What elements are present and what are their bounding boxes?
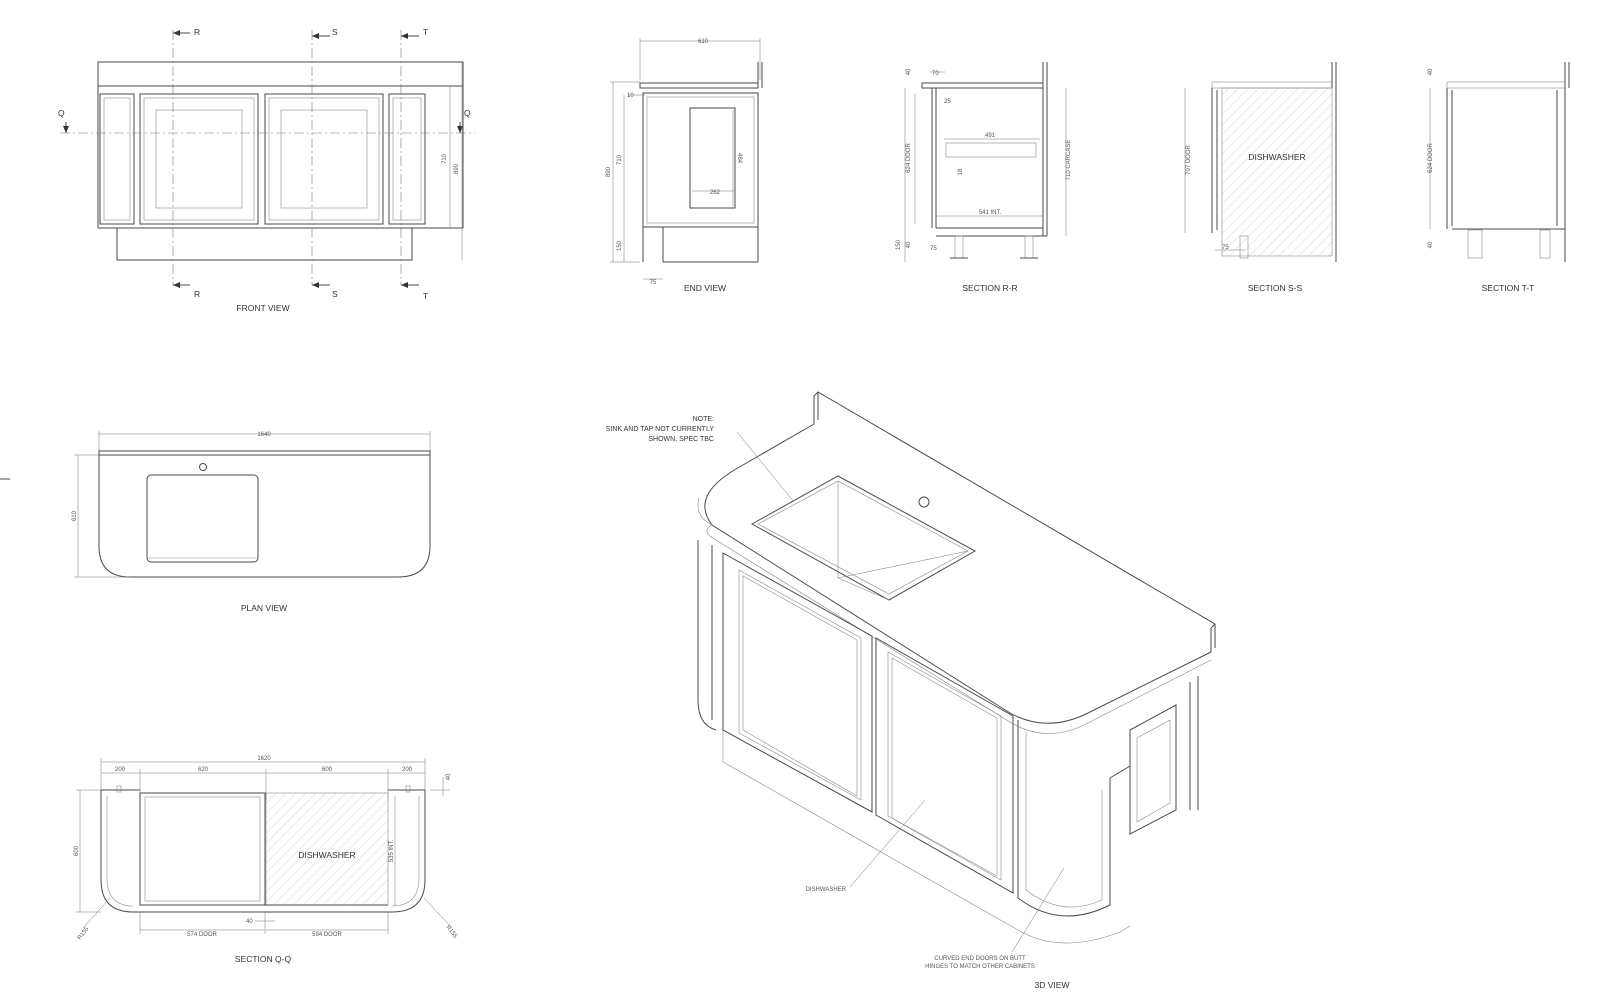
end-view-title: END VIEW — [684, 283, 726, 293]
dim-end-75: 75 — [650, 280, 657, 286]
section-qq-dishwasher-label: DISHWASHER — [298, 850, 355, 860]
dim-qq-200b: 200 — [402, 767, 413, 773]
section-ss-title: SECTION S-S — [1248, 283, 1303, 293]
dim-plan-1640: 1640 — [257, 432, 271, 438]
section-mark-q-right: Q — [464, 108, 471, 118]
section-mark-s-top: S — [332, 27, 338, 37]
section-rr — [904, 62, 1067, 262]
dim-qq-594: 594 DOOR — [312, 932, 342, 938]
dim-end-150: 150 — [617, 240, 623, 251]
dim-rr-40: 40 — [906, 68, 912, 75]
dim-qq-40: 40 — [446, 773, 452, 780]
dim-qq-600: 600 — [322, 767, 333, 773]
section-ss — [1184, 62, 1337, 262]
dim-qq-r155-left: R155 — [77, 926, 91, 942]
doors-note-line-2: HINGES TO MATCH OTHER CABINETS — [925, 964, 1035, 970]
dim-qq-535: 535 INT. — [389, 840, 395, 863]
dim-rr-150: 150 — [896, 239, 902, 250]
dim-plan-610: 610 — [72, 510, 78, 521]
dim-qq-40b: 40 — [246, 919, 253, 925]
dim-end-710: 710 — [617, 154, 623, 165]
front-view-title: FRONT VIEW — [236, 303, 289, 313]
dim-end-10: 10 — [627, 93, 634, 99]
dim-qq-r155-right: R155 — [444, 925, 458, 941]
dim-front-890: 890 — [454, 163, 460, 174]
dim-front-710: 710 — [442, 153, 448, 164]
dim-tt-40: 40 — [1428, 68, 1434, 75]
dim-end-610: 610 — [698, 39, 709, 45]
dim-tt-624: 624 DOOR — [1428, 142, 1434, 172]
3d-view-title: 3D VIEW — [1035, 980, 1070, 990]
dim-rr-18: 18 — [958, 168, 964, 175]
section-tt-title: SECTION T-T — [1482, 283, 1535, 293]
section-mark-r-top: R — [194, 27, 200, 37]
dim-ss-75: 75 — [1222, 245, 1229, 251]
plan-view-title: PLAN VIEW — [241, 603, 287, 613]
section-mark-t-bottom: T — [423, 291, 428, 301]
section-qq — [76, 758, 453, 934]
plan-view — [74, 431, 431, 578]
section-mark-s-bottom: S — [332, 289, 338, 299]
3d-view — [697, 391, 1216, 953]
section-qq-title: SECTION Q-Q — [235, 954, 292, 964]
sink-note-line-2: SINK AND TAP NOT CURRENTLY — [606, 426, 715, 433]
dim-qq-200a: 200 — [115, 767, 126, 773]
dim-qq-574: 574 DOOR — [187, 932, 217, 938]
dim-rr-491: 491 — [985, 133, 996, 139]
section-mark-t-top: T — [423, 27, 428, 37]
dim-qq-620: 620 — [198, 767, 209, 773]
section-rr-title: SECTION R-R — [962, 283, 1017, 293]
section-mark-q-left: Q — [58, 108, 65, 118]
dim-rr-710: 710 CARCASE — [1066, 140, 1072, 181]
dim-qq-600v: 600 — [74, 845, 80, 856]
dim-tt-40b: 40 — [1428, 241, 1434, 248]
section-ss-dishwasher-label: DISHWASHER — [1248, 152, 1305, 162]
end-view — [610, 38, 763, 280]
section-tt — [1429, 62, 1570, 262]
dim-ss-707: 707 DOOR — [1186, 144, 1192, 174]
dim-rr-25: 25 — [944, 99, 951, 105]
front-view — [60, 30, 475, 288]
dim-end-484: 484 — [736, 153, 742, 164]
dim-rr-70: 70 — [932, 71, 939, 77]
section-mark-r-bottom: R — [194, 289, 200, 299]
sink-note-line-1: NOTE: — [693, 416, 714, 423]
dim-rr-40b: 40 — [906, 241, 912, 248]
dim-rr-624: 624 DOOR — [906, 142, 912, 172]
doors-note-line-1: CURVED END DOORS ON BUTT — [934, 956, 1026, 962]
dim-end-890: 890 — [606, 166, 612, 177]
sink-note-line-3: SHOWN. SPEC TBC — [648, 436, 714, 443]
3d-dishwasher-label: DISHWASHER — [806, 887, 847, 893]
dim-qq-1620: 1620 — [257, 756, 271, 762]
dim-rr-541: 541 INT. — [979, 210, 1002, 216]
dim-rr-75: 75 — [930, 246, 937, 252]
dim-end-262: 262 — [710, 190, 721, 196]
